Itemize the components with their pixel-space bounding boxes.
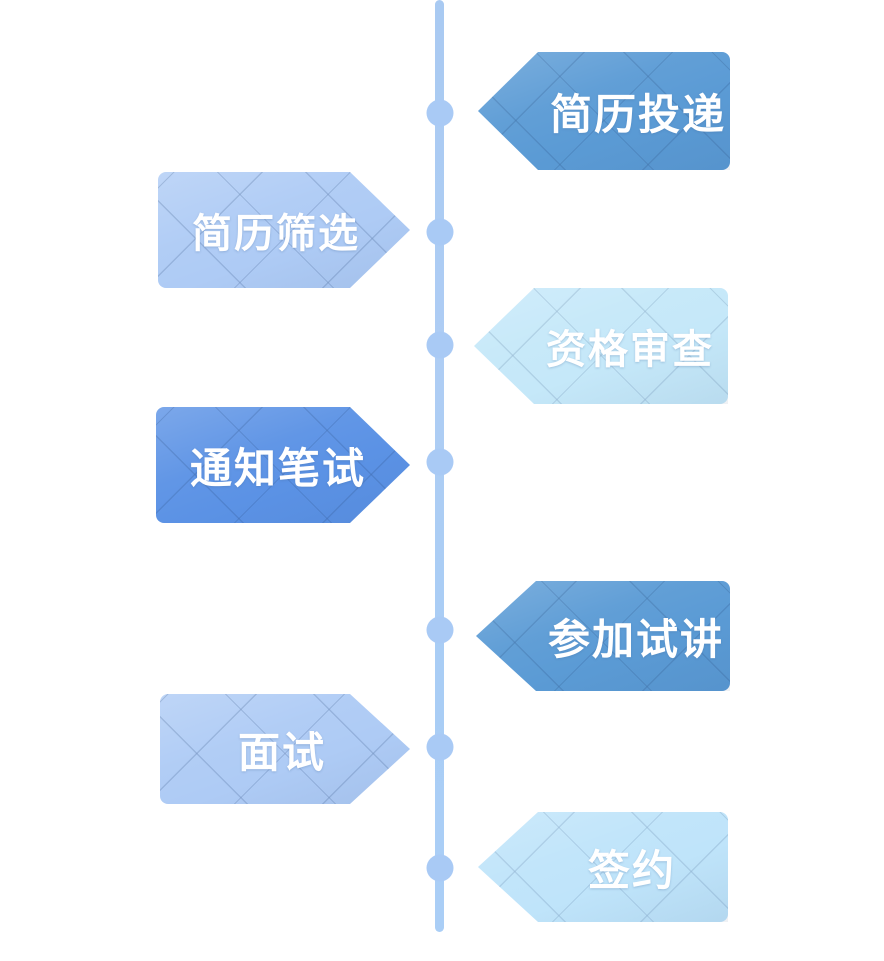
step-lattice-pattern	[156, 407, 410, 523]
step-chevron-shape	[156, 407, 410, 523]
process-step-4[interactable]: 通知笔试	[156, 407, 410, 523]
process-step-6[interactable]: 面试	[160, 694, 410, 804]
step-label-7: 签约	[588, 846, 677, 894]
timeline-dot-7[interactable]	[426, 854, 454, 882]
timeline-dot-2[interactable]	[426, 218, 454, 246]
step-label-5: 参加试讲	[548, 615, 725, 663]
step-lattice-pattern	[158, 172, 410, 288]
step-chevron-shape	[160, 694, 410, 804]
process-step-1[interactable]: 简历投递	[478, 52, 730, 170]
step-sheen-overlay	[476, 581, 730, 691]
step-lattice-pattern	[478, 52, 730, 170]
step-sheen-overlay	[156, 407, 410, 523]
timeline-dot-3[interactable]	[426, 331, 454, 359]
process-step-7[interactable]: 签约	[478, 812, 728, 922]
step-sheen-overlay	[478, 812, 728, 922]
process-step-3[interactable]: 资格审查	[474, 288, 728, 404]
step-sheen-overlay	[158, 172, 410, 288]
step-label-3: 资格审查	[546, 328, 714, 372]
step-label-6: 面试	[238, 728, 327, 776]
step-label-4: 通知笔试	[190, 444, 367, 492]
timeline-dot-1[interactable]	[426, 99, 454, 127]
step-label-1: 简历投递	[550, 90, 727, 138]
timeline-dot-5[interactable]	[426, 616, 454, 644]
step-chevron-shape	[478, 52, 730, 170]
timeline-dot-4[interactable]	[426, 448, 454, 476]
process-step-5[interactable]: 参加试讲	[476, 581, 730, 691]
step-lattice-pattern	[478, 812, 728, 922]
step-lattice-pattern	[476, 581, 730, 691]
step-lattice-pattern	[160, 694, 410, 804]
step-sheen-overlay	[160, 694, 410, 804]
timeline-dot-6[interactable]	[426, 733, 454, 761]
step-chevron-shape	[476, 581, 730, 691]
step-label-2: 简历筛选	[192, 212, 360, 256]
step-lattice-pattern	[474, 288, 728, 404]
process-step-2[interactable]: 简历筛选	[158, 172, 410, 288]
step-chevron-shape	[478, 812, 728, 922]
step-sheen-overlay	[478, 52, 730, 170]
step-chevron-shape	[158, 172, 410, 288]
step-chevron-shape	[474, 288, 728, 404]
step-sheen-overlay	[474, 288, 728, 404]
